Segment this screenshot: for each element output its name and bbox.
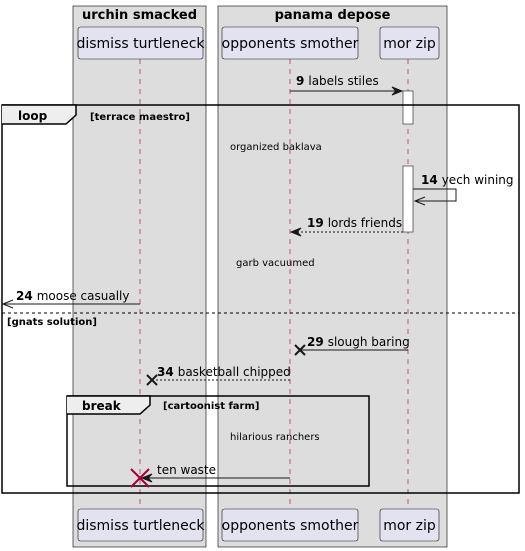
box-panama-title: panama depose <box>275 8 391 23</box>
participant-label: dismiss turtleneck <box>76 36 205 52</box>
message-number: 9 <box>296 74 304 88</box>
participant-label: mor zip <box>383 518 436 534</box>
participant-mor-zip-top: mor zip <box>379 26 440 60</box>
loop-guard: [terrace maestro] <box>90 112 190 123</box>
message-ten-waste: ten waste <box>130 463 290 488</box>
participant-dismiss-turtleneck-bottom: dismiss turtleneck <box>76 508 205 542</box>
message-label: basketball chipped <box>178 365 291 379</box>
message-9: 9 labels stiles <box>290 74 404 96</box>
message-number: 34 <box>157 365 174 379</box>
participant-opponents-smother-bottom: opponents smother <box>222 508 359 542</box>
delay-garb-vacuumed: garb vacuumed <box>236 258 315 269</box>
message-label: moose casually <box>37 289 130 303</box>
delay-hilarious-ranchers: hilarious ranchers <box>230 432 320 443</box>
message-number: 24 <box>16 289 33 303</box>
message-label: labels stiles <box>308 74 378 88</box>
delay-organized-baklava: organized baklava <box>230 142 322 153</box>
box-urchin-title: urchin smacked <box>82 8 197 23</box>
destroy-x-icon <box>130 468 150 488</box>
message-label: ten waste <box>157 463 216 477</box>
message-24: 24 moose casually <box>1 289 140 309</box>
message-label: slough baring <box>328 335 410 349</box>
break-guard: [cartoonist farm] <box>163 401 259 412</box>
break-keyword: break <box>82 399 122 413</box>
message-number: 14 <box>421 173 438 187</box>
message-number: 29 <box>307 335 324 349</box>
message-34: 34 basketball chipped <box>146 365 291 386</box>
participant-label: mor zip <box>383 36 436 52</box>
message-29: 29 slough baring <box>294 335 410 356</box>
loop-keyword: loop <box>18 109 48 123</box>
activation-bar-mor-zip-2 <box>402 165 414 233</box>
loop-fragment: loop [terrace maestro] [gnats solution] <box>1 104 520 494</box>
activation-bar-mor-zip-1 <box>402 90 414 125</box>
participant-mor-zip-bottom: mor zip <box>379 508 440 542</box>
loop-else-guard: [gnats solution] <box>7 317 97 328</box>
message-14: 14 yech wining <box>413 173 514 206</box>
lost-message-x-icon <box>294 344 306 356</box>
participant-label: opponents smother <box>222 518 359 534</box>
box-urchin-smacked: urchin smacked <box>72 5 207 548</box>
participant-label: dismiss turtleneck <box>76 518 205 534</box>
participant-opponents-smother-top: opponents smother <box>222 26 359 60</box>
break-fragment: break [cartoonist farm] <box>66 395 370 487</box>
message-label: lords friends <box>328 216 402 230</box>
message-19: 19 lords friends <box>289 216 403 237</box>
message-number: 19 <box>307 216 324 230</box>
participant-dismiss-turtleneck-top: dismiss turtleneck <box>76 26 205 60</box>
lost-message-x-icon <box>146 374 158 386</box>
message-label: yech wining <box>442 173 514 187</box>
participant-label: opponents smother <box>222 36 359 52</box>
